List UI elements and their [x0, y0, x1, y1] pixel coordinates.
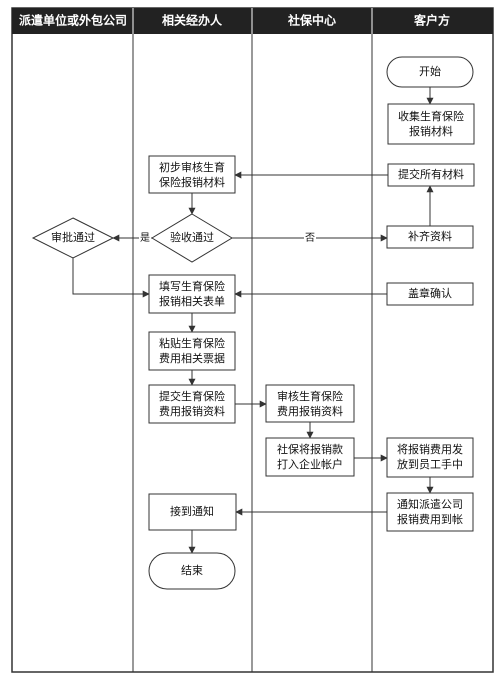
lane-header-handler: 相关经办人: [162, 13, 223, 28]
node-acceptance-label: 验收通过: [170, 230, 214, 244]
edge-label-yes-bg: [139, 231, 151, 245]
node-fill-forms: [148, 274, 236, 314]
lane-header-client: 客户方: [413, 13, 450, 28]
lane-header-outsourcing: 派遣单位或外包公司: [19, 13, 127, 28]
node-ss-transfer-label-2: 打入企业帐户: [277, 457, 343, 471]
node-start: [386, 56, 474, 88]
node-receive-notice: [148, 493, 237, 531]
node-prelim-review: [148, 155, 236, 194]
node-submit-reimb: [148, 384, 236, 424]
node-collect: [387, 103, 475, 145]
node-submit-all: [387, 163, 475, 187]
node-ss-review: [265, 384, 355, 423]
node-supplement-label: 补齐资料: [408, 229, 452, 243]
edge-label-no: 否: [305, 232, 315, 244]
node-fill-forms-label-1: 填写生育保险: [159, 279, 225, 293]
node-notify-label-2: 报销费用到帐: [397, 512, 463, 526]
edge-label-yes: 是: [140, 232, 150, 244]
node-submit-reimb-label-2: 费用报销资料: [159, 404, 225, 418]
node-paste-receipts-label-1: 粘贴生育保险: [159, 336, 225, 350]
node-acceptance: [151, 213, 233, 263]
lane-header-social-security: 社保中心: [287, 13, 336, 28]
node-collect-label-2: 报销材料: [409, 124, 453, 138]
node-prelim-review-label-1: 初步审核生育: [159, 160, 225, 174]
node-end-label: 结束: [181, 564, 203, 577]
node-end: [148, 552, 236, 590]
node-ss-review-label-2: 费用报销资料: [277, 404, 343, 418]
node-ss-review-label-1: 审核生育保险: [277, 389, 343, 403]
node-fill-forms-label-2: 报销相关表单: [159, 294, 225, 308]
node-collect-label-1: 收集生育保险: [398, 109, 464, 123]
node-supplement: [386, 225, 474, 249]
node-submit-reimb-label-1: 提交生育保险: [159, 389, 225, 403]
edge-approval-fill: [72, 258, 150, 298]
node-ss-transfer-label-1: 社保将报销款: [277, 442, 343, 456]
node-stamp-confirm: [386, 282, 474, 306]
node-prelim-review-label-2: 保险报销材料: [159, 175, 225, 189]
node-paste-receipts: [148, 331, 236, 371]
node-ss-transfer: [265, 437, 355, 477]
node-distribute: [386, 437, 474, 478]
edge-label-no-bg: [304, 231, 316, 245]
node-paste-receipts-label-2: 费用相关票据: [159, 351, 225, 365]
node-stamp-confirm-label: 盖章确认: [408, 286, 452, 300]
node-notify: [386, 492, 474, 532]
node-approval: [31, 217, 115, 259]
node-distribute-label-2: 放到员工手中: [397, 457, 463, 471]
node-notify-label-1: 通知派遣公司: [397, 497, 463, 511]
node-receive-notice-label: 接到通知: [170, 504, 214, 518]
node-submit-all-label: 提交所有材料: [398, 167, 464, 181]
node-distribute-label-1: 将报销费用发: [397, 442, 463, 456]
node-start-label: 开始: [419, 64, 441, 78]
node-approval-label: 审批通过: [51, 230, 95, 244]
